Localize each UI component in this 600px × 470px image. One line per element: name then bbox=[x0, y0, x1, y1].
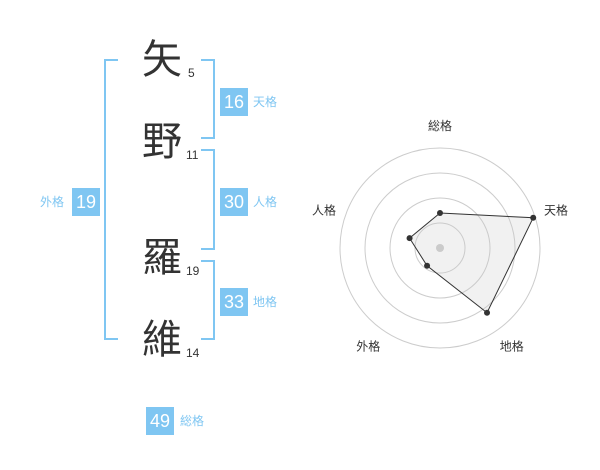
radar-axis-label-2: 天格 bbox=[544, 202, 568, 217]
jinkaku-bracket bbox=[201, 149, 215, 250]
radar-axis-label-4: 外格 bbox=[356, 339, 380, 354]
radar-ring bbox=[339, 147, 541, 349]
given-char-1: 羅 bbox=[142, 235, 182, 281]
soukaku-label: 総格 bbox=[180, 414, 205, 428]
chikaku-label: 地格 bbox=[253, 295, 278, 309]
given-char-2-strokes: 14 bbox=[186, 346, 200, 360]
radar-point-1 bbox=[437, 210, 443, 216]
radar-point-3 bbox=[484, 309, 491, 316]
radar-axis-label-1: 総格 bbox=[428, 118, 452, 133]
tenkaku-badge: 16 bbox=[220, 88, 248, 116]
surname-char-2-strokes: 11 bbox=[186, 148, 199, 162]
radar-ring bbox=[364, 172, 516, 324]
surname-char-1: 矢 bbox=[142, 37, 182, 83]
radar-polygon bbox=[408, 212, 534, 314]
chikaku-bracket bbox=[201, 260, 215, 340]
given-char-2: 維 bbox=[142, 317, 182, 363]
radar-axis-label-3: 地格 bbox=[500, 339, 524, 354]
surname-char-2: 野 bbox=[142, 119, 182, 165]
radar-point-2 bbox=[530, 214, 537, 221]
surname-char-1-strokes: 5 bbox=[188, 66, 195, 80]
radar-point-5 bbox=[406, 235, 413, 242]
tenkaku-label: 天格 bbox=[253, 95, 278, 109]
radar-ring bbox=[414, 222, 466, 274]
radar-axis-label-5: 人格 bbox=[312, 202, 336, 217]
jinkaku-label: 人格 bbox=[253, 195, 278, 209]
gaikaku-label: 外格 bbox=[40, 195, 65, 209]
tenkaku-bracket bbox=[201, 59, 215, 139]
radar-center-dot bbox=[436, 244, 444, 252]
gaikaku-bracket bbox=[104, 59, 118, 340]
radar-point-4 bbox=[424, 262, 431, 269]
given-char-1-strokes: 19 bbox=[186, 264, 200, 278]
gaikaku-badge: 19 bbox=[72, 188, 100, 216]
soukaku-badge: 49 bbox=[146, 407, 174, 435]
radar-ring bbox=[389, 197, 491, 299]
chikaku-badge: 33 bbox=[220, 288, 248, 316]
jinkaku-badge: 30 bbox=[220, 188, 248, 216]
